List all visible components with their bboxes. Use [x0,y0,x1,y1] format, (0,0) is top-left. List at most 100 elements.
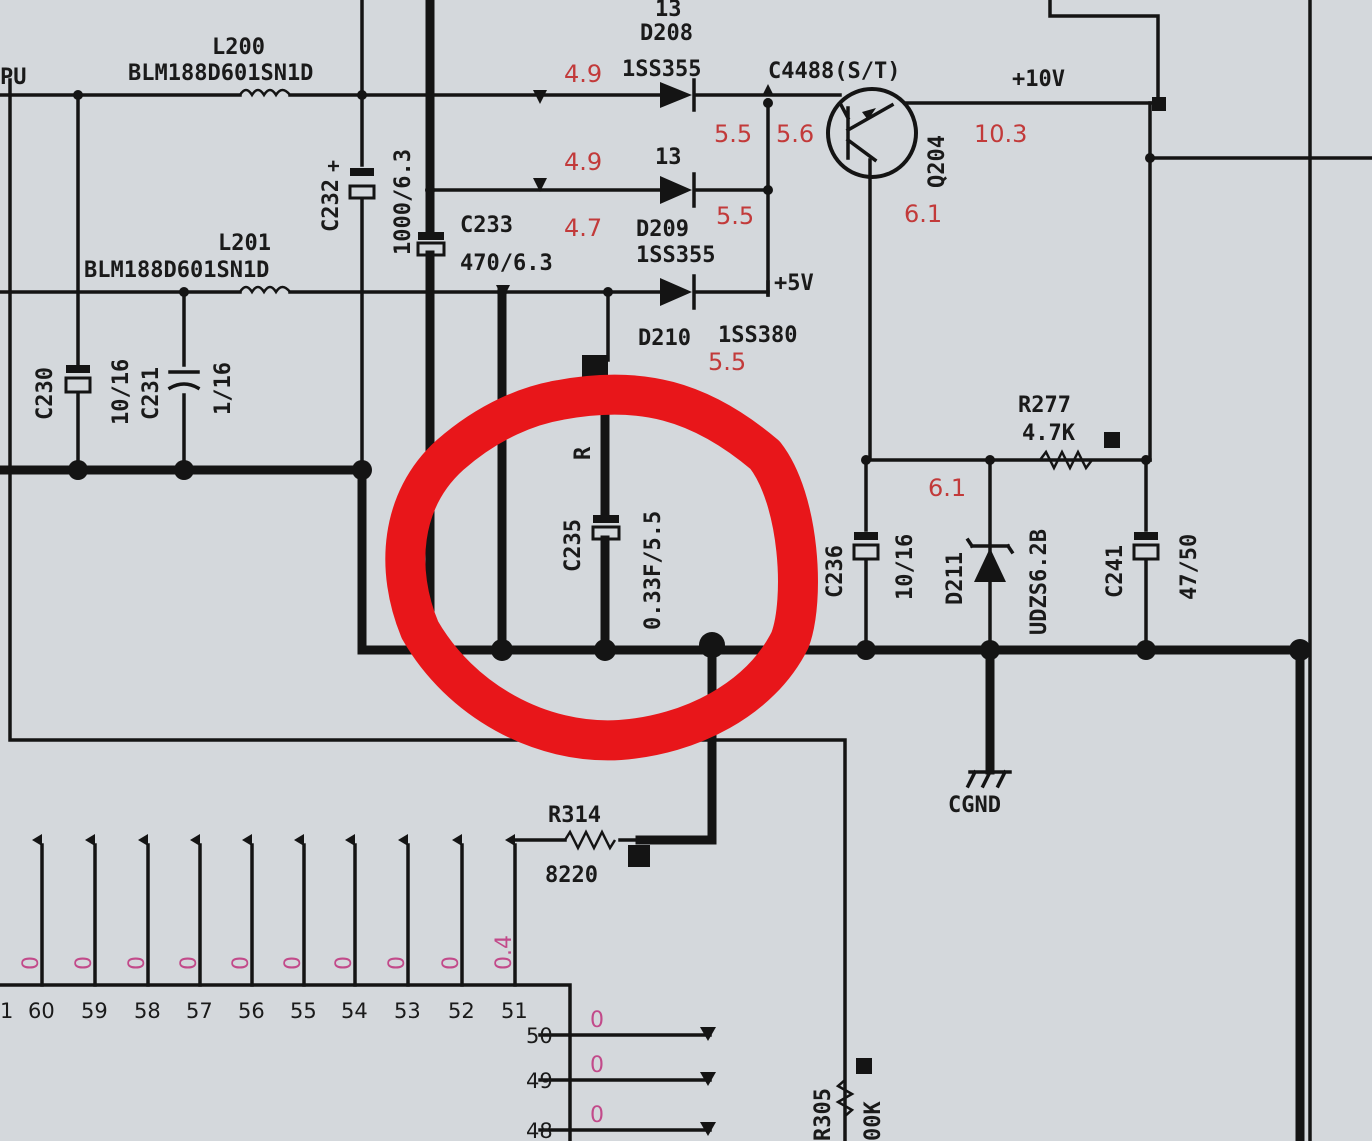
ic-pin-voltage-55: 0 [281,956,306,970]
ic-pin-arrow-53 [398,834,408,846]
ic-pin-52: 52 [448,999,475,1023]
l201-ref: L201 [218,231,271,256]
highlight-circle [385,374,818,761]
c231-ref: C231 [139,367,164,420]
volt-zener: 6.1 [928,474,966,502]
transistor-q204: C4488(S/T) Q204 [768,59,950,188]
resistor-r314: R314 8220 [545,803,617,888]
voltage-annotations: 4.9 4.9 4.7 5.5 5.6 10.3 6.1 5.5 5.5 6.1 [564,60,1027,502]
ic-pin-voltage-51: 0.4 [492,935,517,970]
c235-ref: C235 [561,519,586,572]
ic-pin-voltage-49: 0 [590,1053,604,1078]
c235-val: 0.33F/5.5 [641,511,666,630]
ic-pin-58: 58 [134,999,161,1023]
c230-val: 10/16 [109,359,134,425]
c230-ref: C230 [33,367,58,420]
ic-pin-voltage-50: 0 [590,1008,604,1033]
volt-d209-out: 5.5 [716,202,754,230]
rail-5v: +5V [774,271,814,296]
capacitor-c233: C233 470/6.3 [416,213,553,276]
ic-pin-48: 48 [526,1119,553,1141]
d211-part: UDZS6.2B [1027,529,1052,635]
volt-q-coll: 6.1 [904,200,942,228]
c236-val: 10/16 [893,534,918,600]
capacitor-c230: C230 10/16 [33,359,134,425]
ic-pin-voltage-52: 0 [439,956,464,970]
ic-pin-59: 59 [81,999,108,1023]
c241-ref: C241 [1103,545,1128,598]
c233-ref: C233 [460,213,513,238]
ic-pin-arrow-49 [700,1072,716,1086]
ic-pin-voltage-54: 0 [332,956,357,970]
ic-pin-voltage-48: 0 [590,1103,604,1128]
c236-ref: C236 [823,545,848,598]
ic-pin-arrow-57 [190,834,200,846]
diode-d208: 13 D208 1SS355 [622,0,701,112]
ic-pin-voltage-60: 0 [19,956,44,970]
volt-d208-in: 4.9 [564,60,602,88]
zener-d211: D211 UDZS6.2B [943,529,1052,635]
diode-d209: 13 D209 1SS355 [636,145,715,268]
r277-ref: R277 [1018,393,1071,418]
net-arrows [496,84,774,299]
d209-ref: D209 [636,217,689,242]
d209-part: 1SS355 [636,243,715,268]
ic-pin-57: 57 [186,999,213,1023]
capacitor-c241: C241 47/50 [1103,532,1202,600]
ground-label: CGND [948,793,1001,818]
r314-val: 8220 [545,863,598,888]
diode-d210: D210 1SS380 [638,274,797,351]
ic-pin-arrow-48 [700,1122,716,1136]
l200-ref: L200 [212,35,265,60]
l201-part: BLM188D601SN1D [84,258,269,283]
ic-pin-arrow-52 [452,834,462,846]
ic-pin-arrow-51 [505,834,515,846]
ic-pin-arrow-54 [345,834,355,846]
c241-val: 47/50 [1177,534,1202,600]
c231-val: 1/16 [211,362,236,415]
c232-plus: + [321,160,345,172]
ic-top-pin-fragment: 1 [0,999,13,1023]
ic-pin-51: 51 [501,999,528,1023]
ic-pin-voltage-56: 0 [229,956,254,970]
ic-pin-55: 55 [290,999,317,1023]
volt-q-emit: 10.3 [974,120,1027,148]
ic-pin-arrow-55 [294,834,304,846]
ic-pin-voltage-57: 0 [177,956,202,970]
capacitor-c236: C236 10/16 [823,532,918,600]
r277-val: 4.7K [1022,421,1076,446]
ic-pin-arrow-50 [700,1027,716,1041]
left-rail-fragment: PU [0,65,27,90]
r314-ref: R314 [548,803,601,828]
d210-part: 1SS380 [718,323,797,348]
ic-pin-voltage-59: 0 [72,956,97,970]
ground-cgnd: CGND [948,769,1012,818]
transistor-part: C4488(S/T) [768,59,900,84]
ic-pin-54: 54 [341,999,368,1023]
ic-pin-voltage-58: 0 [125,956,150,970]
ic-pin-arrow-59 [85,834,95,846]
volt-d209-in: 4.9 [564,148,602,176]
resistor-r277: R277 4.7K [1018,393,1093,471]
ic-pin-arrow-60 [32,834,42,846]
ic-pin-49: 49 [526,1069,553,1093]
ic-pin-arrow-56 [242,834,252,846]
d210-ref: D210 [638,326,691,351]
capacitor-c231: C231 1/16 [139,362,236,420]
ic-pin-53: 53 [394,999,421,1023]
inductor-l201: L201 BLM188D601SN1D [84,231,291,295]
l200-part: BLM188D601SN1D [128,61,313,86]
ic-pin-arrow-58 [138,834,148,846]
volt-q-base-b: 5.6 [776,120,814,148]
r305-val: 00K [861,1101,886,1141]
partial-resistor-ref: R [571,446,596,460]
inductor-l200: L200 BLM188D601SN1D [128,35,313,98]
d208-top-fragment: 13 [655,0,682,22]
d209-top: 13 [655,145,682,170]
ic-pin-60: 60 [28,999,55,1023]
r305-ref: R305 [811,1088,836,1141]
d208-part: 1SS355 [622,57,701,82]
